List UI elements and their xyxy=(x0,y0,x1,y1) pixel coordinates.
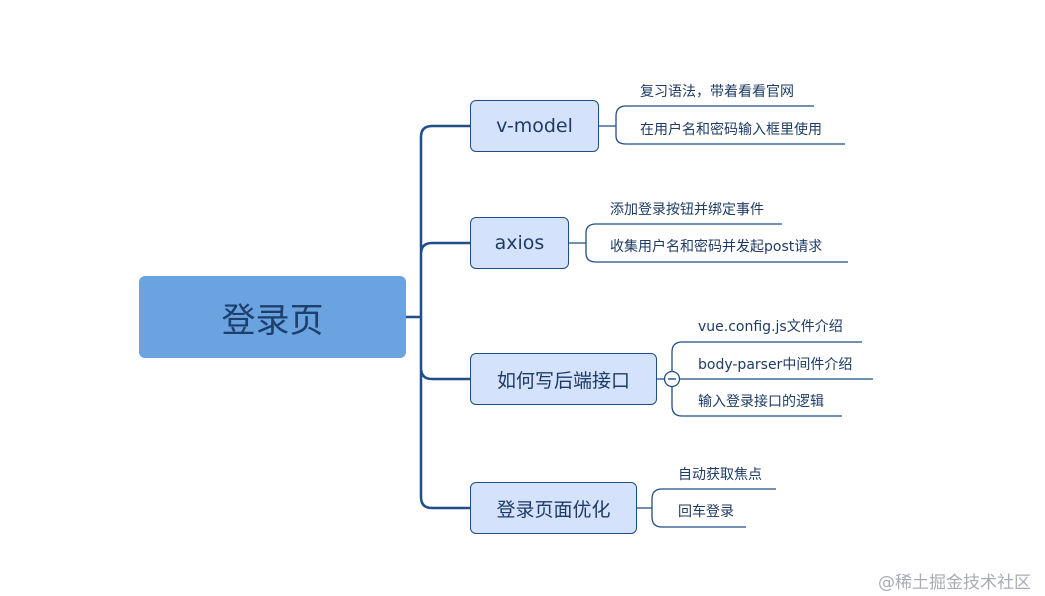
leaf-vue-config[interactable]: vue.config.js文件介绍 xyxy=(698,319,843,335)
optimize-child-lines xyxy=(637,488,776,528)
leaf-use-in-inputs[interactable]: 在用户名和密码输入框里使用 xyxy=(640,122,822,138)
topic-axios[interactable]: axios xyxy=(470,217,569,269)
root-connector xyxy=(406,124,470,510)
minus-circle-icon[interactable] xyxy=(663,370,681,388)
leaf-body-parser[interactable]: body-parser中间件介绍 xyxy=(698,357,853,373)
leaf-add-login-button[interactable]: 添加登录按钮并绑定事件 xyxy=(610,202,764,218)
v-model-child-lines xyxy=(599,105,845,145)
leaf-enter-login[interactable]: 回车登录 xyxy=(678,504,734,520)
leaf-login-logic[interactable]: 输入登录接口的逻辑 xyxy=(698,394,824,410)
topic-login-optimization[interactable]: 登录页面优化 xyxy=(470,482,637,534)
leaf-auto-focus[interactable]: 自动获取焦点 xyxy=(678,467,762,483)
topic-backend-interface[interactable]: 如何写后端接口 xyxy=(470,353,657,405)
leaf-post-request[interactable]: 收集用户名和密码并发起post请求 xyxy=(610,239,823,255)
root-topic[interactable]: 登录页 xyxy=(139,276,406,358)
watermark: @稀土掘金技术社区 xyxy=(878,573,1031,593)
axios-child-lines xyxy=(569,223,848,263)
leaf-review-syntax[interactable]: 复习语法，带着看看官网 xyxy=(640,84,794,100)
topic-v-model[interactable]: v-model xyxy=(470,100,599,152)
